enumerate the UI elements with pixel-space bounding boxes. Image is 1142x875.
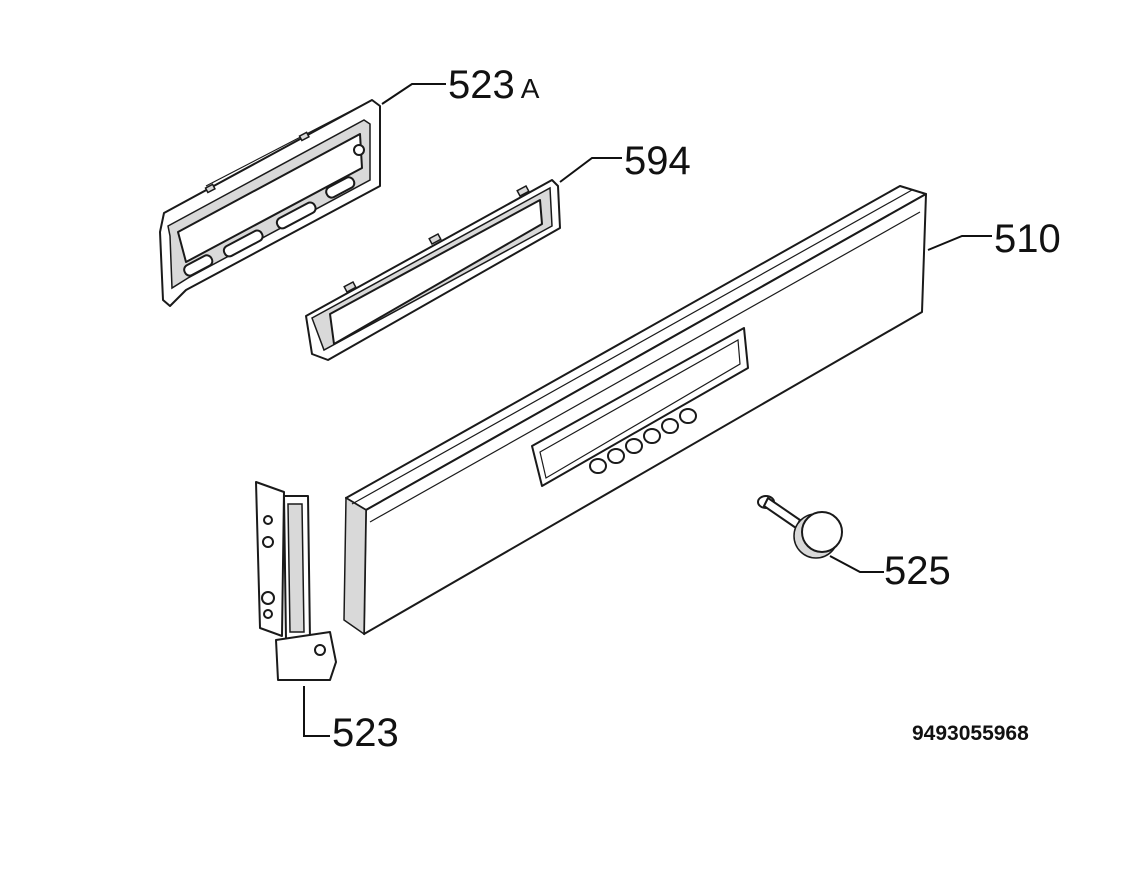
callout-510: 510: [994, 217, 1061, 261]
control-panel-510-part: [343, 185, 927, 636]
callout-525: 525: [884, 549, 951, 593]
panel-buttons: [589, 408, 697, 474]
leader-525: [829, 555, 884, 573]
knob-525-part: [757, 495, 843, 559]
leader-523: [303, 686, 330, 737]
window-594-part: [305, 179, 561, 361]
leader-523a: [381, 83, 446, 105]
part-code: 9493055968: [912, 722, 1029, 745]
callout-594: 594: [624, 139, 691, 183]
bracket-523a-part: [159, 99, 381, 307]
leader-594: [559, 157, 622, 183]
callout-523: 523: [332, 711, 399, 755]
bracket-523-part: [255, 481, 337, 681]
leader-510: [927, 235, 992, 251]
